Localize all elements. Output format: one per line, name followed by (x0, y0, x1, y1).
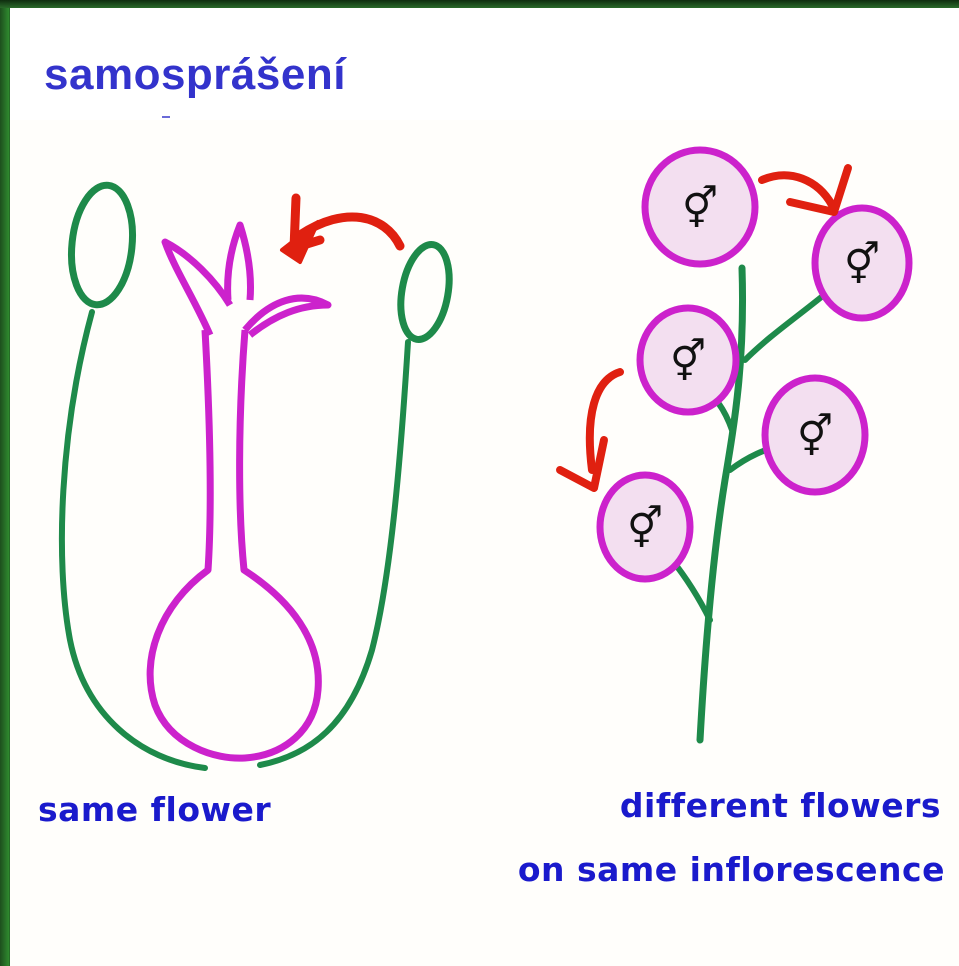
stigma-lobe-middle (228, 225, 251, 300)
hermaphrodite-symbol-icon: ⚥ (670, 338, 706, 385)
flower-2: ⚥ (815, 208, 909, 318)
hermaphrodite-symbol-icon: ⚥ (682, 185, 718, 232)
branch-top-right (745, 290, 830, 360)
caption-different-flowers: different flowers (620, 786, 941, 825)
right-anther (394, 241, 456, 344)
right-filament (260, 342, 408, 765)
caption-same-flower: same flower (38, 790, 271, 829)
flower-4: ⚥ (765, 378, 865, 492)
pistil (150, 330, 318, 758)
flower-1: ⚥ (645, 150, 755, 264)
left-filament (62, 312, 205, 768)
caption-same-inflorescence: on same inflorescence (518, 850, 945, 889)
transfer-arrowhead-left (560, 440, 604, 488)
stigma-lobe-right (245, 298, 328, 335)
hermaphrodite-symbol-icon: ⚥ (627, 505, 663, 552)
same-flower-illustration (62, 182, 456, 768)
branch-bottom-left (672, 560, 710, 620)
inflorescence-illustration: ⚥ ⚥ ⚥ ⚥ ⚥ (560, 150, 909, 740)
hermaphrodite-symbol-icon: ⚥ (844, 241, 880, 288)
stigma-lobe-left (165, 242, 230, 335)
hermaphrodite-symbol-icon: ⚥ (797, 413, 833, 460)
left-anther (66, 182, 138, 308)
flower-5: ⚥ (600, 475, 690, 579)
flower-3: ⚥ (640, 308, 736, 412)
transfer-arrow-left (590, 372, 620, 470)
